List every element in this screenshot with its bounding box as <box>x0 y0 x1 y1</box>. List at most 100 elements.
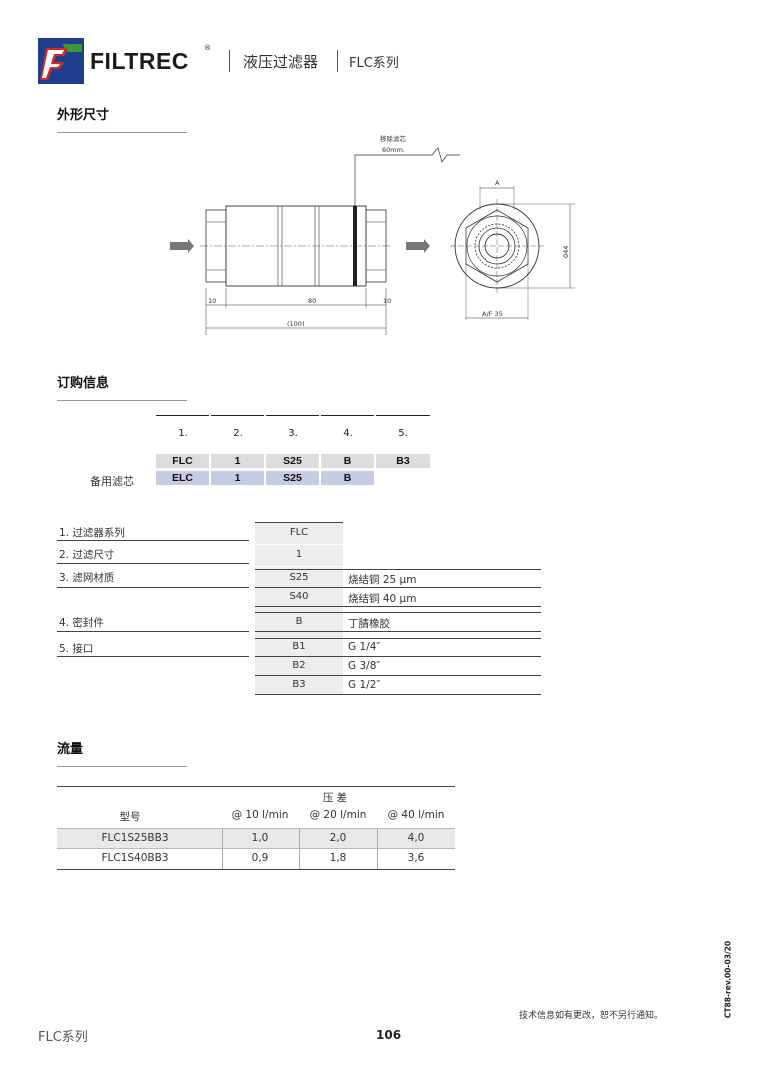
order-col-header: 5. <box>398 428 408 439</box>
code-column-top-rule <box>255 522 343 523</box>
spare-code-media: S25 <box>266 471 319 485</box>
order-col-rule <box>321 415 374 416</box>
dim-mid: 80 <box>308 297 316 305</box>
spec-desc-b3: G 1/2″ <box>348 679 381 691</box>
section-rule <box>57 766 187 767</box>
spec-label-seal: 4. 密封件 <box>59 617 104 629</box>
order-col-rule <box>156 415 209 416</box>
order-col-rule <box>211 415 264 416</box>
dim-right: 10 <box>383 297 391 305</box>
spec-code-s40: S40 <box>289 591 309 602</box>
dim-diameter: 044 <box>562 246 570 258</box>
spec-label-series: 1. 过滤器系列 <box>59 527 125 539</box>
header: FILTREC ® 液压过滤器 FLC系列 <box>38 38 458 84</box>
spec-label-size: 2. 过滤尺寸 <box>59 549 115 561</box>
flow-row-model: FLC1S25BB3 <box>101 832 169 844</box>
spec-rule <box>255 694 541 695</box>
flow-row-rule <box>57 848 455 849</box>
order-code-seal: B <box>321 454 374 468</box>
spec-rule <box>255 587 541 588</box>
code-column-bg <box>255 522 343 694</box>
order-col-rule <box>266 415 319 416</box>
spec-rule <box>57 656 249 657</box>
flow-table-top-rule <box>57 786 455 787</box>
spec-rule <box>255 638 541 639</box>
flow-col-40: @ 40 l/min <box>387 809 445 821</box>
spec-label-port: 5. 接口 <box>59 643 94 655</box>
spec-code-b2: B2 <box>292 660 306 671</box>
spec-rule <box>57 631 249 632</box>
spare-code-seal: B <box>321 471 374 485</box>
filtrec-logo-icon <box>38 38 84 84</box>
flow-group-header: 压 差 <box>322 792 348 804</box>
spec-code-seal: B <box>295 616 303 627</box>
order-code-series: FLC <box>156 454 209 468</box>
flow-row-value: 2,0 <box>329 832 347 844</box>
header-category: 液压过滤器 <box>243 53 319 71</box>
flow-row-value: 4,0 <box>407 832 425 844</box>
dim-a: A <box>495 179 500 187</box>
flow-row-value: 0,9 <box>251 852 269 864</box>
spec-rule <box>255 675 541 676</box>
footer-notice: 技术信息如有更改，恕不另行通知。 <box>519 1011 664 1021</box>
spec-rule <box>57 587 249 588</box>
spec-desc-seal: 丁腈橡胶 <box>348 618 390 630</box>
order-col-header: 1. <box>178 428 188 439</box>
order-code-size: 1 <box>211 454 264 468</box>
flow-col-10: @ 10 l/min <box>231 809 289 821</box>
spec-rule <box>255 631 541 632</box>
section-title-ordering: 订购信息 <box>57 376 110 391</box>
spec-code-s25: S25 <box>289 572 309 583</box>
spec-code-b3: B3 <box>292 679 306 690</box>
remove-element-value: 60mm. <box>382 146 405 154</box>
spare-element-label: 备用滤芯 <box>90 475 134 488</box>
spec-rule <box>57 540 249 541</box>
dim-total: (100) <box>287 320 304 328</box>
spec-rule <box>255 656 541 657</box>
section-title-flow: 流量 <box>57 742 84 757</box>
registered-mark: ® <box>204 44 211 52</box>
spec-rule <box>255 566 343 567</box>
order-col-rule <box>376 415 430 416</box>
spec-desc-b1: G 1/4″ <box>348 641 381 653</box>
spare-code-size: 1 <box>211 471 264 485</box>
spec-rule <box>255 544 343 545</box>
section-title-dimensions: 外形尺寸 <box>57 108 110 123</box>
flow-col-20: @ 20 l/min <box>309 809 367 821</box>
spare-code-series: ELC <box>156 471 209 485</box>
spec-rule <box>255 612 541 613</box>
spec-desc-b2: G 3/8″ <box>348 660 381 672</box>
flow-row-value: 1,0 <box>251 832 269 844</box>
spec-code-series: FLC <box>289 527 309 538</box>
spec-code-b1: B1 <box>292 641 306 652</box>
header-series: FLC系列 <box>349 56 399 71</box>
spec-rule <box>255 606 541 607</box>
flow-row-rule <box>57 828 455 829</box>
order-col-header: 3. <box>288 428 298 439</box>
doc-code: CT88-rev.00-03/20 <box>723 940 733 1019</box>
page-number: 106 <box>376 1028 402 1042</box>
flow-model-header: 型号 <box>119 811 141 823</box>
spec-label-media: 3. 滤网材质 <box>59 572 115 584</box>
spec-desc-s40: 烧结铜 40 μm <box>348 593 417 605</box>
remove-element-label: 移除滤芯 <box>380 134 407 143</box>
order-code-port: B3 <box>376 454 430 468</box>
flow-table-bottom-rule <box>57 869 455 870</box>
brand-name: FILTREC <box>90 48 189 74</box>
flow-row-value: 1,8 <box>329 852 347 864</box>
flow-row-bg <box>57 828 455 848</box>
footer-series: FLC系列 <box>38 1030 88 1045</box>
flow-row-value: 3,6 <box>407 852 425 864</box>
dimension-drawing: 移除滤芯 60mm. 10 80 10 (100) A 044 A/F 35 <box>170 134 575 335</box>
header-divider <box>337 50 338 72</box>
spec-code-size: 1 <box>295 549 303 560</box>
order-col-header: 4. <box>343 428 353 439</box>
section-rule <box>57 132 187 133</box>
section-rule <box>57 400 187 401</box>
spec-rule <box>255 569 541 570</box>
header-divider <box>229 50 230 72</box>
dim-af: A/F 35 <box>482 310 503 318</box>
spec-desc-s25: 烧结铜 25 μm <box>348 574 417 586</box>
flow-row-model: FLC1S40BB3 <box>101 852 169 864</box>
dim-left: 10 <box>208 297 216 305</box>
